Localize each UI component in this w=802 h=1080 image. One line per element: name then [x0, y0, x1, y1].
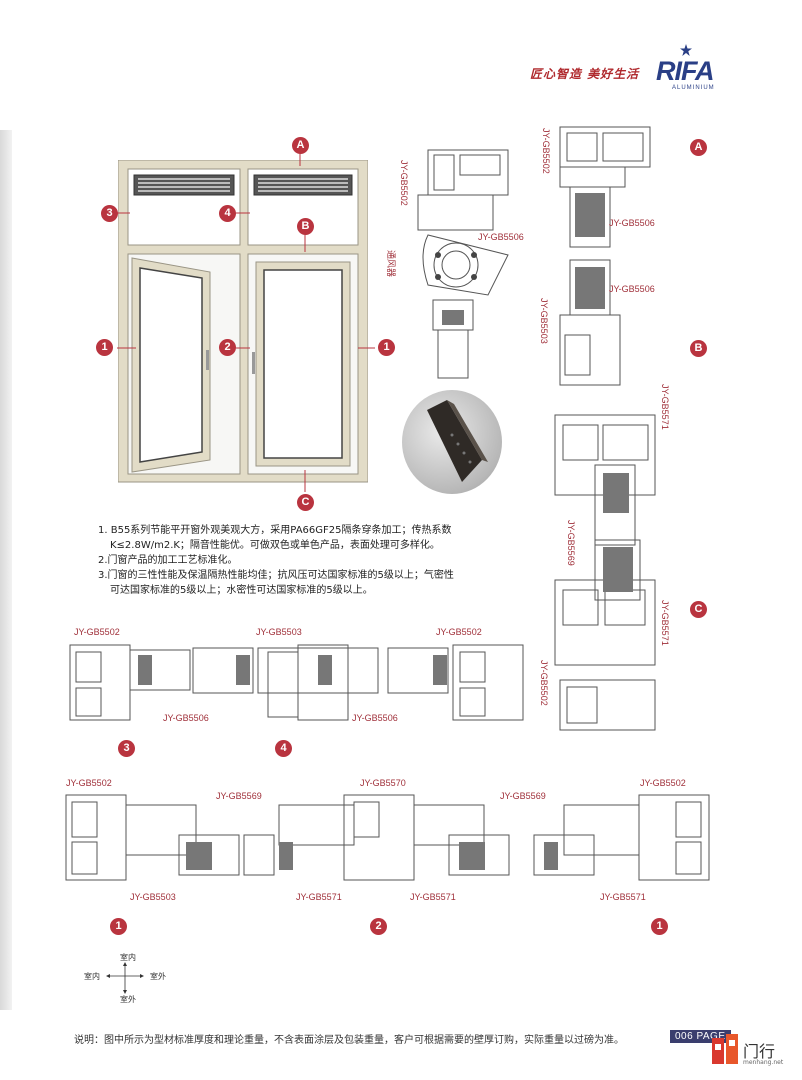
marker-4-section: 4	[275, 740, 292, 757]
note-line-2: K≤2.8W/m2.K；隔音性能优。可做双色或单色产品，表面处理可多样化。	[110, 540, 440, 551]
leader-lines	[117, 154, 375, 492]
label-row1-5506-left: JY-GB5506	[163, 713, 209, 723]
label-row2-5502-right: JY-GB5502	[640, 778, 686, 788]
note-line-5: 可达国家标准的5级以上；水密性可达国家标准的5级以上。	[110, 585, 373, 596]
spec-notes: 1. B55系列节能平开窗外观美观大方，采用PA66GF25隔条穿条加工；传热系…	[98, 523, 518, 598]
footer-note: 说明：图中所示为型材标准厚度和理论重量，不含表面涂层及包装重量，客户可根据需要的…	[74, 1035, 624, 1046]
label-row2-5502-left: JY-GB5502	[66, 778, 112, 788]
label-right-5502-bottom: JY-GB5502	[539, 660, 549, 706]
label-row2-5571-c: JY-GB5571	[600, 892, 646, 902]
profile-photo	[402, 390, 502, 494]
label-right-5506-b: JY-GB5506	[609, 284, 655, 294]
marker-1-section-left: 1	[110, 918, 127, 935]
menhang-logo-icon	[712, 1034, 738, 1064]
marker-c: C	[297, 494, 314, 511]
slogan: 匠心智造 美好生活	[530, 67, 640, 81]
label-right-5569: JY-GB5569	[566, 520, 576, 566]
marker-b-right: B	[690, 340, 707, 357]
note-line-4: 3.门窗的三性性能及保温隔热性能均佳；抗风压可达国家标准的5级以上；气密性	[98, 570, 454, 581]
note-line-1: 1. B55系列节能平开窗外观美观大方，采用PA66GF25隔条穿条加工；传热系…	[98, 525, 452, 536]
marker-1-left: 1	[96, 339, 113, 356]
marker-2: 2	[219, 339, 236, 356]
label-row1-5506-right: JY-GB5506	[352, 713, 398, 723]
label-row2-5571-a: JY-GB5571	[296, 892, 342, 902]
label-vent-5506: JY-GB5506	[478, 232, 524, 242]
logo-star-icon	[680, 44, 692, 56]
marker-1-section-right: 1	[651, 918, 668, 935]
label-right-5506-a: JY-GB5506	[609, 218, 655, 228]
vertical-section-drawing	[554, 126, 656, 731]
marker-1-right: 1	[378, 339, 395, 356]
label-right-5571-b: JY-GB5571	[660, 600, 670, 646]
window-elevation	[118, 160, 368, 483]
label-row1-5503: JY-GB5503	[256, 627, 302, 637]
compass-outdoor-right: 室外	[150, 972, 166, 981]
label-vent-5502: JY-GB5502	[399, 160, 409, 206]
marker-2-section: 2	[370, 918, 387, 935]
marker-3: 3	[101, 205, 118, 222]
label-row2-5569-right: JY-GB5569	[500, 791, 546, 801]
brand-logo: RIFA	[656, 56, 715, 86]
left-edge-image	[0, 130, 12, 1010]
compass-indoor-left: 室内	[84, 972, 100, 981]
label-row2-5571-b: JY-GB5571	[410, 892, 456, 902]
marker-3-section: 3	[118, 740, 135, 757]
direction-compass-icon	[106, 962, 144, 994]
marker-c-right: C	[690, 601, 707, 618]
label-row2-5570: JY-GB5570	[360, 778, 406, 788]
vent-section-drawing	[417, 149, 509, 379]
compass-indoor-top: 室内	[120, 953, 136, 962]
brand-sub: ALUMINIUM	[672, 85, 715, 91]
horizontal-section-row-2	[65, 794, 710, 881]
label-row1-5502-right: JY-GB5502	[436, 627, 482, 637]
marker-b: B	[297, 218, 314, 235]
marker-a: A	[292, 137, 309, 154]
label-vent-device: 通风器	[386, 250, 396, 278]
label-right-5503: JY-GB5503	[539, 298, 549, 344]
label-row1-5502-left: JY-GB5502	[74, 627, 120, 637]
label-right-5502-top: JY-GB5502	[541, 128, 551, 174]
horizontal-section-row-1	[69, 644, 524, 721]
compass-outdoor-bottom: 室外	[120, 995, 136, 1004]
marker-a-right: A	[690, 139, 707, 156]
marker-4: 4	[219, 205, 236, 222]
label-row2-5569-left: JY-GB5569	[216, 791, 262, 801]
menhang-name: 门行	[743, 1042, 776, 1061]
label-row2-5503: JY-GB5503	[130, 892, 176, 902]
note-line-3: 2.门窗产品的加工工艺标准化。	[98, 555, 238, 566]
label-right-5571-a: JY-GB5571	[660, 384, 670, 430]
menhang-url: menhang.net	[743, 1059, 784, 1066]
